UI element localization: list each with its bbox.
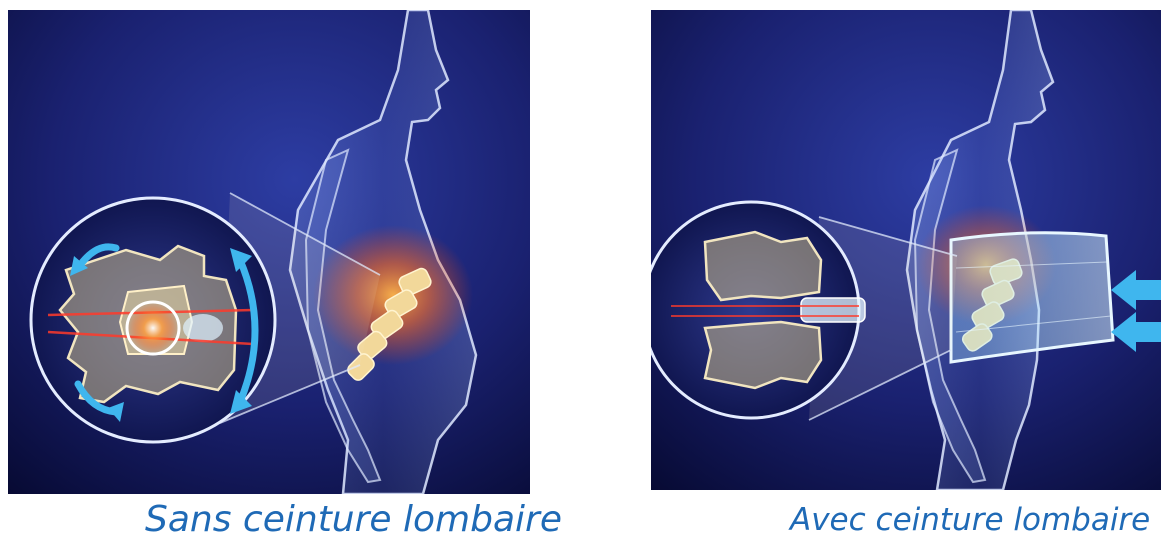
illustration-without-belt: [8, 10, 530, 494]
disc: [801, 298, 865, 322]
disc: [183, 314, 223, 342]
lumbar-belt: [951, 233, 1113, 362]
illustration-with-belt-svg: [651, 10, 1161, 490]
illustration-with-belt: [651, 10, 1161, 490]
illustration-without-belt-svg: [8, 10, 530, 494]
pain-point: [127, 302, 179, 354]
caption-without-belt: Sans ceinture lombaire: [145, 500, 562, 540]
caption-with-belt: Avec ceinture lombaire: [790, 500, 1150, 540]
